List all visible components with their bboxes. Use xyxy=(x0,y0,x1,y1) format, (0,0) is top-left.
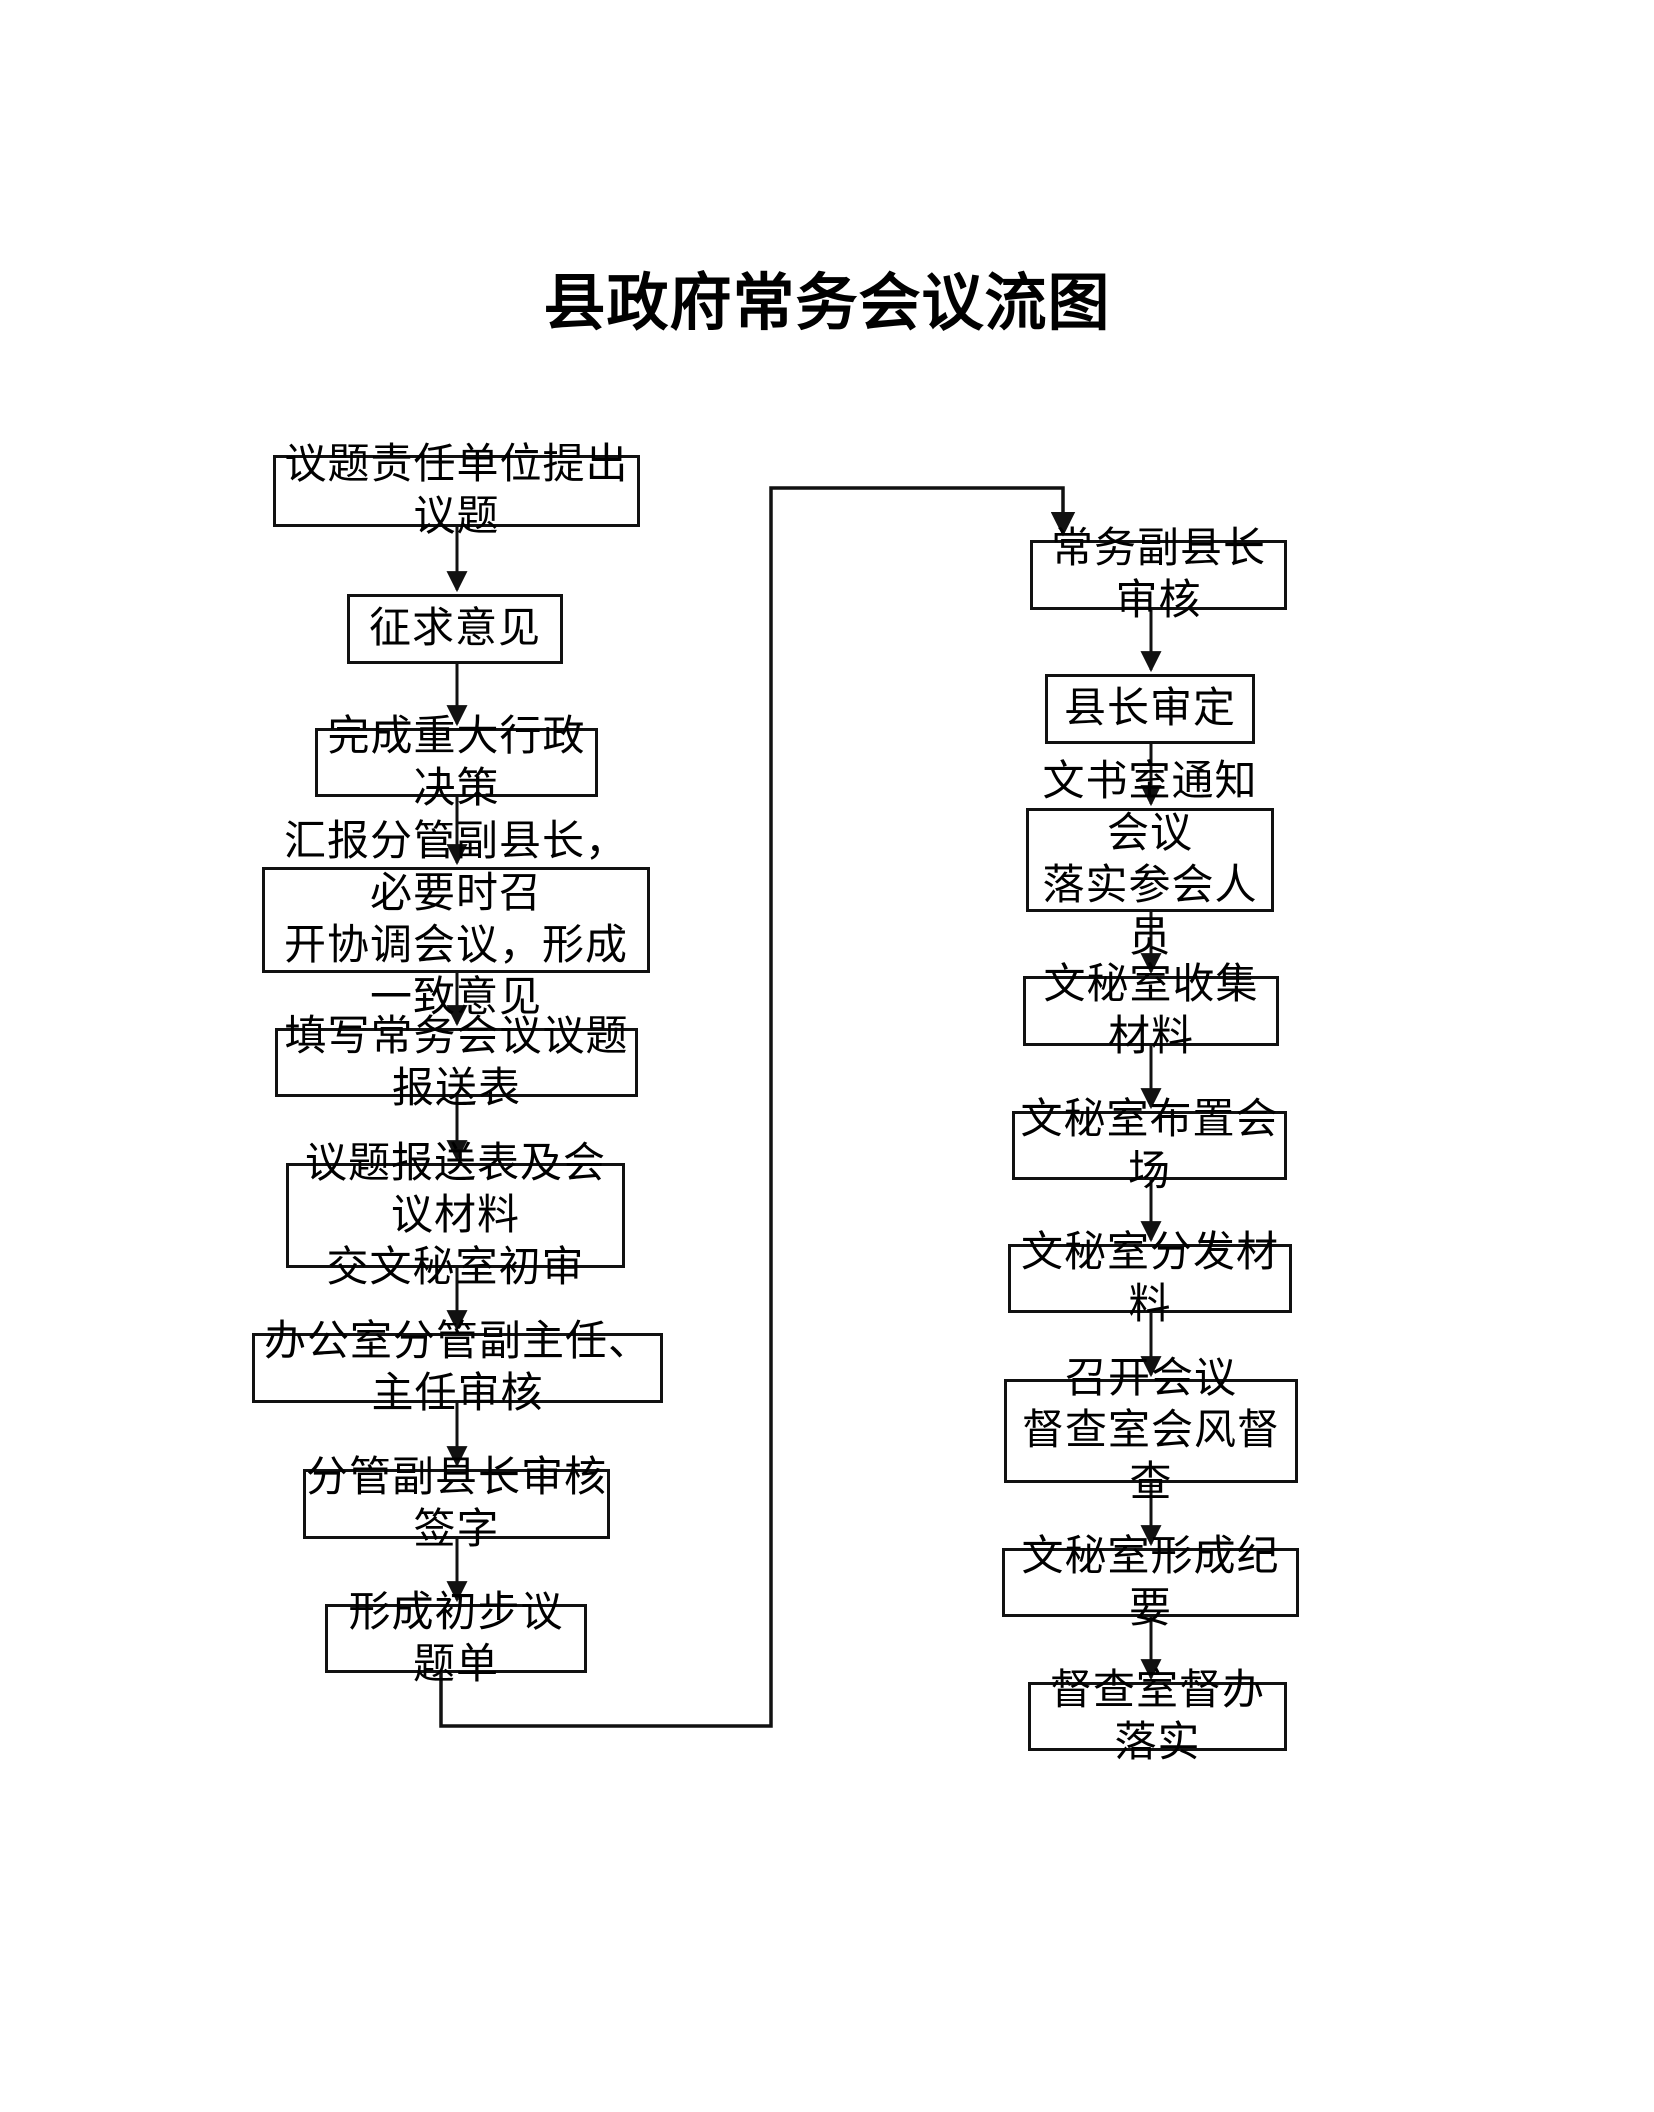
flow-box-right-3: 文书室通知会议 落实参会人员 xyxy=(1026,759,1274,961)
flow-box-left-2: 征求意见 xyxy=(347,594,563,664)
flow-box-left-1: 议题责任单位提出议题 xyxy=(273,442,640,540)
flow-box-left-9: 形成初步议题单 xyxy=(325,1590,587,1688)
flow-box-left-3: 完成重大行政决策 xyxy=(315,714,598,812)
flow-box-right-2: 县长审定 xyxy=(1045,674,1255,744)
flow-box-right-4: 文秘室收集材料 xyxy=(1023,962,1279,1060)
column-link-connector xyxy=(439,486,1076,1728)
flow-box-right-6: 文秘室分发材料 xyxy=(1008,1230,1292,1328)
page-title: 县政府常务会议流图 xyxy=(543,270,1111,338)
flow-box-right-5: 文秘室布置会场 xyxy=(1012,1097,1287,1195)
flow-box-right-9: 督查室督办落实 xyxy=(1028,1668,1287,1766)
flow-box-left-8: 分管副县长审核签字 xyxy=(303,1455,610,1553)
flow-box-right-1: 常务副县长审核 xyxy=(1030,526,1287,624)
flow-box-left-4: 汇报分管副县长，必要时召 开协调会议，形成一致意见 xyxy=(262,819,650,1021)
flow-box-right-7: 召开会议 督查室会风督查 xyxy=(1004,1356,1298,1506)
flow-box-right-8: 文秘室形成纪要 xyxy=(1002,1534,1299,1632)
flow-box-left-5: 填写常务会议议题报送表 xyxy=(275,1014,638,1112)
flow-box-left-7: 办公室分管副主任、主任审核 xyxy=(252,1319,663,1417)
flow-box-left-6: 议题报送表及会议材料 交文秘室初审 xyxy=(286,1141,625,1291)
